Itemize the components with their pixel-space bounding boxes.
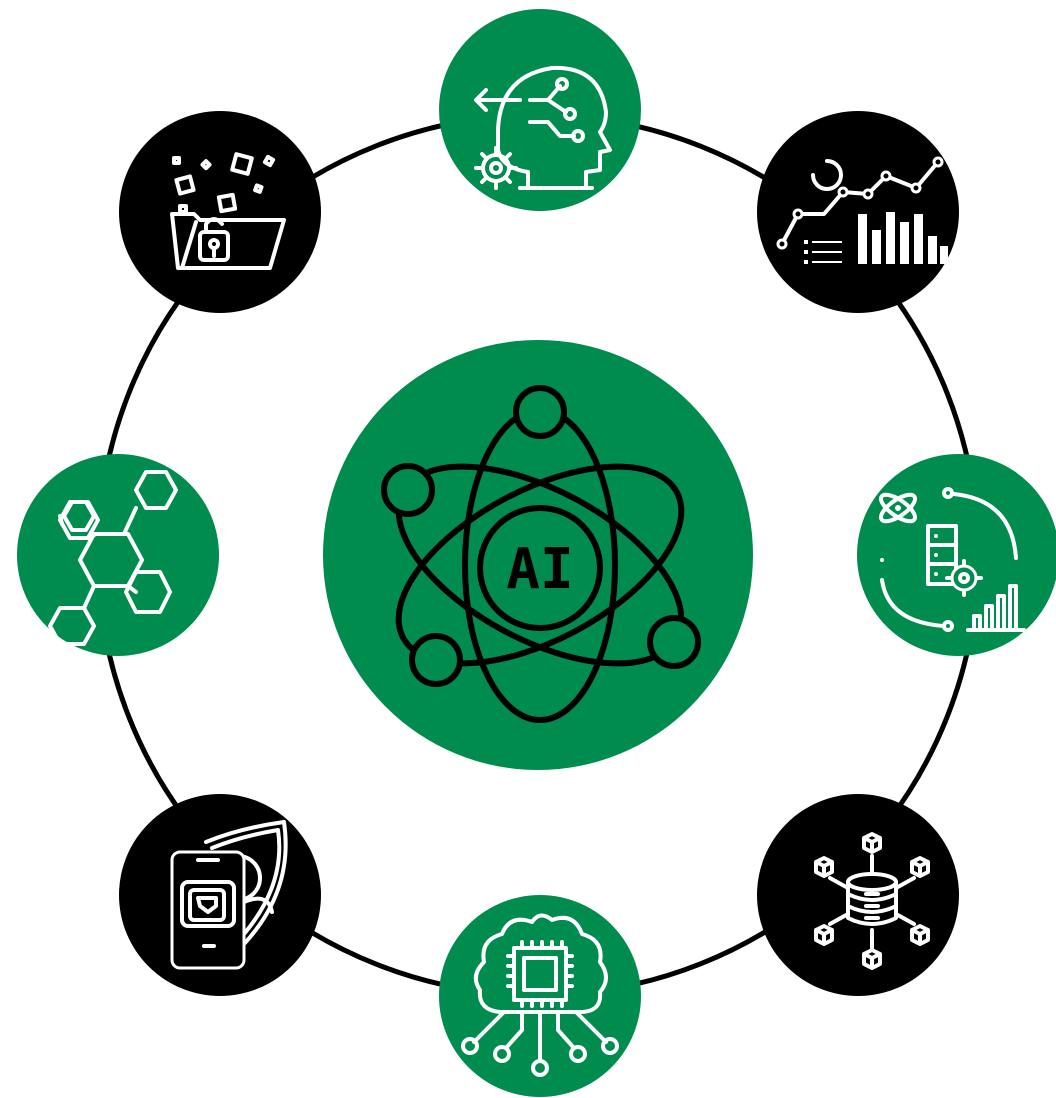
node-bottom (439, 895, 641, 1097)
node-left-circle (17, 454, 219, 656)
node-top-right-circle (757, 111, 959, 313)
center-label: AI (506, 537, 573, 602)
brain-chip-icon (461, 913, 619, 1077)
data-server-cycle-icon (878, 487, 1026, 632)
mobile-security-icon (170, 820, 288, 970)
ai-head-gear-icon (474, 65, 612, 190)
node-bottom-left (119, 794, 321, 996)
node-top-right (757, 111, 959, 313)
node-right (857, 454, 1056, 656)
node-top-circle (439, 9, 641, 211)
secure-folder-icon (170, 152, 286, 270)
node-bottom-right (757, 794, 959, 996)
hexagon-network-icon (48, 470, 178, 646)
center-node: AI (323, 340, 753, 770)
node-bottom-right-circle (757, 794, 959, 996)
node-bottom-circle (439, 895, 641, 1097)
node-left (17, 454, 219, 656)
analytics-charts-icon (776, 156, 948, 264)
node-top-left (119, 111, 321, 313)
database-network-icon (814, 832, 930, 970)
node-top (439, 9, 641, 211)
atom-icon (381, 385, 701, 723)
